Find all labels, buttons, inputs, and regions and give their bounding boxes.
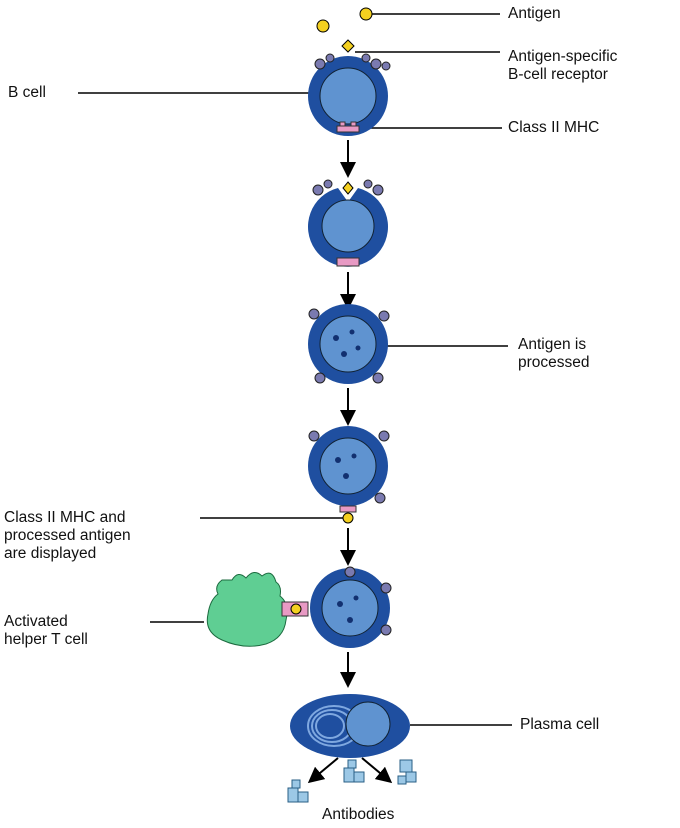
antibody-icon <box>287 779 309 803</box>
b-cell-stage-4 <box>308 426 390 524</box>
b-cell-stage-3 <box>308 304 390 384</box>
b-cell-stage-1 <box>308 39 391 136</box>
label-displayed-line1: Class II MHC and <box>4 509 126 526</box>
label-displayed-line3: are displayed <box>4 545 97 562</box>
bcr-receptor-icon <box>312 179 384 196</box>
antigen-icon <box>290 603 302 615</box>
label-class2-mhc: Class II MHC <box>508 119 600 136</box>
label-antigen: Antigen <box>508 5 561 22</box>
bound-antigen-icon <box>341 39 355 53</box>
helper-t-cell-icon <box>206 572 288 647</box>
antigen-icon <box>342 512 354 524</box>
label-antibodies: Antibodies <box>322 806 395 823</box>
cell-nucleus <box>319 315 377 373</box>
antibody-arrow-left <box>307 757 339 784</box>
antigen-icon <box>316 19 330 33</box>
internalized-antigen-icon <box>342 181 354 195</box>
bcr-receptor-icon <box>344 566 392 636</box>
mhc-icon <box>336 257 360 267</box>
label-processed-line1: Antigen is <box>518 336 587 353</box>
antigen-icon <box>359 7 373 21</box>
bcr-receptor-icon <box>308 430 390 504</box>
antibodies <box>287 759 417 803</box>
free-antigens <box>316 7 373 33</box>
flow-arrows <box>307 140 393 784</box>
mhc-icon <box>336 121 360 133</box>
cell-nucleus <box>321 579 379 637</box>
label-helper-line1: Activated <box>4 613 68 630</box>
cell-nucleus <box>319 437 377 495</box>
plasma-cell <box>290 694 410 758</box>
antibody-arrow-right <box>361 757 393 784</box>
antigen-fragments <box>335 453 357 479</box>
b-cell-stage-5 <box>206 566 392 648</box>
label-plasma-cell: Plasma cell <box>520 716 600 733</box>
cell-nucleus <box>319 67 377 125</box>
label-processed-line2: processed <box>518 354 590 371</box>
cell-nucleus <box>345 701 391 747</box>
mhc-antigen-complex-icon <box>339 505 357 513</box>
label-receptor-line1: Antigen-specific <box>508 48 618 65</box>
antigen-fragments <box>337 595 359 623</box>
bcr-receptor-icon <box>314 53 391 71</box>
leader-lines <box>78 13 512 726</box>
label-receptor-line2: B-cell receptor <box>508 66 608 83</box>
cell-nucleus <box>321 199 375 253</box>
b-cell-stage-2 <box>308 179 388 267</box>
label-helper-line2: helper T cell <box>4 631 88 648</box>
label-displayed-line2: processed antigen <box>4 527 131 544</box>
antibody-icon <box>343 759 365 783</box>
bcr-receptor-icon <box>308 308 390 384</box>
label-b-cell: B cell <box>8 84 46 101</box>
antibody-icon <box>397 759 417 785</box>
antigen-fragments <box>333 329 361 357</box>
